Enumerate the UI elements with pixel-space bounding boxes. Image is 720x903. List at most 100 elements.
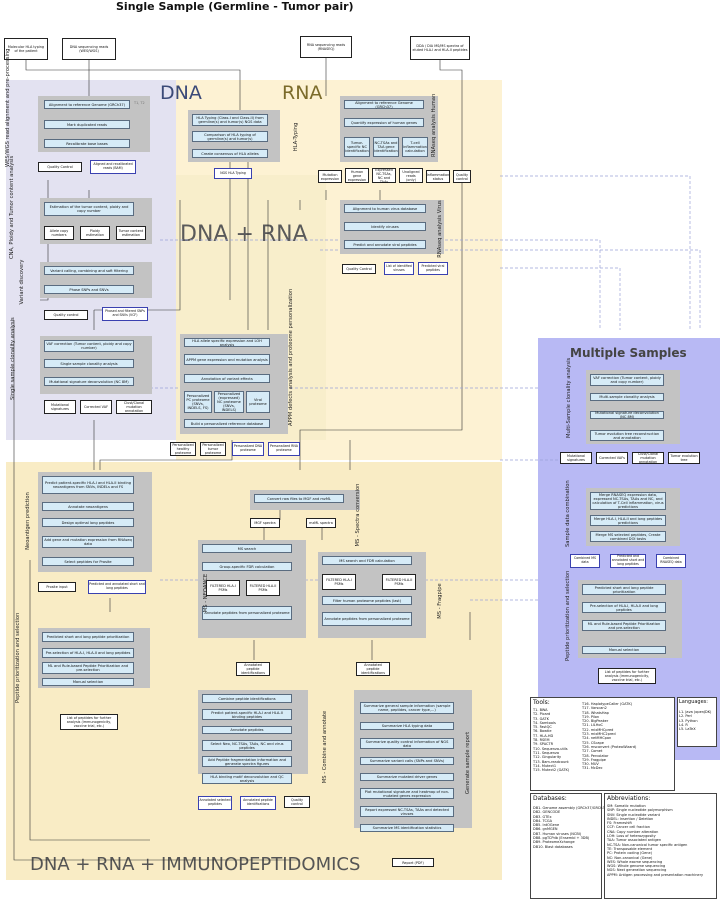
database-item: DB1. Genome assembly (GRCh37/GRCh38) — [533, 806, 609, 810]
ms-select-step[interactable]: Select Neo, NC-TSAs, TAAs, NC and virus … — [202, 740, 292, 751]
rna-unaligned-output: Unaligned reads (only) — [399, 168, 423, 183]
annotation-step[interactable]: Annotation of variant effects — [184, 374, 270, 383]
tool-item: T29. Fragpipe — [582, 757, 606, 762]
report-nc-step[interactable]: Report expressed NC-TSAs, TAAs and detec… — [360, 806, 454, 817]
fp-filtered-i: FILTERED HLA-I PSMs — [322, 574, 356, 590]
cnv-estimation-step[interactable]: Estimation of the tumor content, ploidy … — [44, 202, 134, 216]
annotated-selected-output: Annotated selected peptides — [198, 796, 232, 810]
tool-item: T25. CScape — [582, 740, 604, 745]
languages-list: L1. Java (openJDK) L2. Perl L3. Python L… — [679, 710, 711, 731]
neo-annotate-step[interactable]: Annotate neoantigens — [42, 502, 134, 511]
multi-vaf-step[interactable]: VAF correction (Tumor content, ploidy an… — [590, 374, 664, 386]
rna-quant-step[interactable]: Quantify expression of human genes — [344, 118, 424, 127]
language-item: L1. Java (openJDK) — [679, 710, 712, 714]
hla-loh-step[interactable]: HLA allele specific expression and LOH a… — [184, 338, 270, 347]
report-ms-step[interactable]: Summarize MS identification statistics — [360, 824, 454, 832]
multi-tree-step[interactable]: Tumor evolution tree reconstruction and … — [590, 430, 664, 441]
abbreviation-item: SM: Somatic mutation — [607, 804, 646, 808]
build-db-step[interactable]: Build a personalized reference database — [184, 419, 270, 428]
tool-item: T30. MUV — [582, 762, 599, 767]
tool-item: T1. BWA — [533, 708, 548, 712]
language-item: L2. Perl — [679, 714, 692, 719]
abbreviation-item: INDEL: Insertion / Deletion — [607, 816, 654, 821]
cnv-ploidy: Ploidy estimation — [80, 226, 110, 240]
mgf-output: MGF spectra — [250, 518, 280, 528]
multi-merge-pep-step[interactable]: Merge HLA-I, HLA-II and long peptides pr… — [590, 515, 666, 526]
report-mut-step[interactable]: Summarize mutated driver genes — [360, 773, 454, 781]
rna-nctsa-step[interactable]: NC-TSAs and TAA gene identification — [373, 137, 399, 157]
pep-preselect-step[interactable]: Pre-selection of HLA-I, HLA-II and long … — [42, 648, 134, 658]
multi-pep-ml-step[interactable]: ML and Rule-based Peptide Prioritization… — [582, 620, 666, 631]
ms-annotate-step[interactable]: Annotate peptides — [202, 726, 292, 734]
tools-list-a: T1. BWA T2. Picard T3. GATK T4. Samtools… — [533, 708, 569, 772]
neo-add-step[interactable]: Add gene and mutation expression from RN… — [42, 536, 134, 548]
multi-mutsig-step[interactable]: Mutational signature deconvolution (NC 8… — [590, 411, 664, 419]
combine-step[interactable]: Combine peptide identifications — [202, 694, 292, 703]
neo-design-step[interactable]: Design optimal long peptides — [42, 518, 134, 527]
dna-dup-step[interactable]: Mark duplicated reads — [44, 120, 130, 129]
report-hla-step[interactable]: Summarize HLA typing data — [360, 722, 454, 730]
virus-align-step[interactable]: Alignment to human virus database — [344, 204, 426, 213]
pers-nc-step[interactable]: Personalized (expressed) NC proteome (SN… — [214, 391, 244, 413]
pep-manual-step[interactable]: Manual selection — [42, 678, 134, 686]
hla-consensus-step[interactable]: Create consensus of HLA alleles — [192, 149, 268, 158]
neoance-annot-output: Annotated peptide identifications — [236, 662, 270, 676]
report-qc-step[interactable]: Summarize quality control information of… — [360, 738, 454, 749]
neo-predict-step[interactable]: Predict patient-specific HLA-I and HLA-I… — [42, 476, 134, 494]
dna-align-step[interactable]: Alignment to reference Genome (GRCh37) — [44, 100, 130, 109]
report-info-step[interactable]: Summarize general sample information (sa… — [360, 702, 454, 714]
tool-item: T15. Mutect2 (GATK) — [533, 768, 570, 773]
virus-predict-step[interactable]: Predict and annotate viral peptides — [344, 240, 426, 249]
ms-predict-step[interactable]: Predict patient-specific HLA-I and HLA-I… — [202, 709, 292, 720]
ms-convert-step[interactable]: Convert raw files to MGF and mzML — [254, 494, 344, 503]
tool-item: T14. Mutect1 — [533, 763, 557, 768]
rna-tcell-step[interactable]: T-cell inflammation calculation — [402, 137, 428, 157]
tool-item: T19. Pilon — [582, 714, 600, 719]
multi-merge-ms-step[interactable]: Merge MS selected peptides, Create combi… — [590, 531, 666, 542]
pep-ml-step[interactable]: ML and Rule-based Peptide Prioritization… — [42, 662, 134, 674]
abbreviation-item: TE: Transposable element — [607, 846, 653, 851]
ms-search-step[interactable]: MS search — [202, 544, 292, 553]
hla-typing-step[interactable]: HLA Typing (Class-I and Class-II) from g… — [192, 114, 268, 126]
report-plot-step[interactable]: Plot mutational signature and heatmap of… — [360, 788, 454, 799]
dna-recal-step[interactable]: Recalibrate base bases — [44, 139, 130, 148]
fdr-step[interactable]: Group-specific FDR calculation — [202, 562, 292, 571]
tool-item: T7. HLA-HD — [533, 733, 554, 738]
abbreviation-item: PC: Protein coding (Gene) — [607, 851, 653, 856]
mutsig-step[interactable]: Mutational signature deconvolution (NC 8… — [44, 377, 134, 386]
ms-qc-step[interactable]: HLA binding motif deconvolution and QC a… — [202, 773, 292, 784]
phase-step[interactable]: Phase SNPs and SNVs — [44, 285, 134, 294]
multi-pep-pred-step[interactable]: Predicted short and long peptide priorit… — [582, 584, 666, 595]
fp-annot-step[interactable]: Annotate peptides from personalized prot… — [322, 612, 412, 626]
multi-merge-step[interactable]: Merge RNASEQ expression data, expressed … — [590, 492, 666, 510]
vaf-step[interactable]: VAF correction (Tumor content, ploidy an… — [44, 340, 134, 352]
ms-fragment-step[interactable]: Add Peptide fragmentation information an… — [202, 756, 292, 767]
multi-clon-step[interactable]: Multi-sample clonality analysis — [590, 393, 664, 401]
rna-tumor-nc-step[interactable]: Tumor-specific NC identification — [344, 137, 370, 157]
fp-filter-step[interactable]: Filter human proteome peptides (last) — [322, 596, 412, 605]
clonality-step[interactable]: Single sample clonality analysis — [44, 359, 134, 368]
fp-filtered-ii: FILTERED HLA-II PSMs — [382, 574, 416, 590]
multi-pep-preselect-step[interactable]: Pre-selection of HLA-I, HLA-II and long … — [582, 602, 666, 613]
tool-item: T22. mixMHCpred — [582, 727, 614, 732]
multi-pep-manual-step[interactable]: Manual selection — [582, 646, 666, 654]
pep-pred-step[interactable]: Predicted short and long peptide priorit… — [42, 632, 134, 642]
rna-region-label: RNA — [282, 82, 323, 104]
multi-rnaseq-output: Combined RNASEQ data — [656, 554, 686, 568]
mzml-output: mzML spectra — [306, 518, 336, 528]
variant-calling-step[interactable]: Variant calling, combining and soft filt… — [44, 266, 134, 275]
neo-select-step[interactable]: Select peptides for Prosite — [42, 557, 134, 566]
fp-search-step[interactable]: MS search and FDR calculation — [322, 556, 412, 565]
abbreviation-item: LOH: Loss of heterozygosity — [607, 834, 656, 839]
hla-compare-step[interactable]: Comparison of HLA typing of germline(s) … — [192, 131, 268, 142]
abbreviation-item: NC: Non-canonical (Gene) — [607, 855, 653, 860]
report-pdf-output: Report (PDF) — [392, 858, 434, 867]
report-var-step[interactable]: Summarize variant calls (SNPs and SNVs) — [360, 757, 454, 765]
appm-expr-step[interactable]: APPM gene expression and mutation analys… — [184, 354, 270, 365]
viral-proteome-step[interactable]: Viral proteome — [246, 391, 270, 413]
neoance-annot-step[interactable]: Annotate peptides from personalized prot… — [202, 606, 292, 620]
pers-pc-step[interactable]: Personalized PC proteome (SNVs, INDELS, … — [184, 391, 212, 413]
abbreviation-item: SNV: Single nucleotide variant — [607, 812, 660, 817]
rna-align-step[interactable]: Alignment to reference Genome (GRCh37) — [344, 100, 424, 109]
virus-identify-step[interactable]: Identify viruses — [344, 222, 426, 231]
